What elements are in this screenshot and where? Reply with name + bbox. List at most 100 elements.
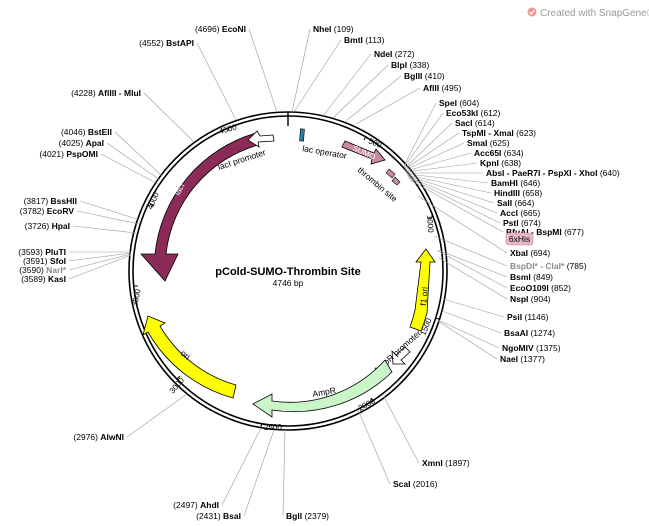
site-label-bsaI[interactable]: (2431) BsaI (196, 511, 241, 521)
site-leader-xmnI (383, 396, 420, 464)
site-name-bstEII: BstEII (88, 127, 112, 137)
site-pos-alwNI: (2976) (73, 432, 98, 442)
site-leader-ecoO109I (437, 250, 508, 289)
site-name-ndeI: NdeI (374, 49, 392, 59)
site-name-accI: AccI (500, 208, 518, 218)
site-label-absI[interactable]: AbsI - PaeR7I - PspXI - XhoI (640) (486, 168, 620, 178)
site-label-pspOMI[interactable]: (4021) PspOMI (39, 149, 98, 159)
site-name-psiI: PsiI (507, 312, 522, 322)
site-label-xmnI[interactable]: XmnI (1897) (422, 458, 470, 468)
site-label-hpaI[interactable]: (3726) HpaI (25, 221, 70, 231)
site-label-aflIII[interactable]: (4228) AflIII - MluI (71, 88, 141, 98)
site-label-ahdI[interactable]: (2497) AhdI (173, 500, 219, 510)
site-label-blpI[interactable]: BlpI (338) (391, 60, 429, 70)
site-leader-ndeI (322, 53, 372, 117)
tick-marks (134, 126, 440, 428)
site-leader-kasI (68, 254, 132, 280)
feature-thrombin-site[interactable] (385, 168, 401, 186)
site-leader-xbaI (417, 195, 508, 254)
feature-lac-operator[interactable] (299, 128, 305, 142)
site-label-ecoNI[interactable]: (4696) EcoNI (195, 24, 246, 34)
site-pos-apaI: (4025) (59, 138, 84, 148)
site-leader-naeI (437, 320, 498, 360)
site-label-nheI[interactable]: NheI (109) (313, 24, 354, 34)
site-pos-bsaAI: (1274) (530, 328, 555, 338)
site-label-bstAPI[interactable]: (4552) BstAPI (139, 38, 194, 48)
site-leader-ngoMIV (437, 319, 500, 349)
site-pos-bsmI: (849) (533, 272, 553, 282)
site-label-sfoI[interactable]: (3591) SfoI (23, 256, 66, 266)
site-name-nspI: NspI (510, 294, 528, 304)
site-leader-bsmI (437, 249, 508, 278)
site-name-speI: SpeI (439, 98, 457, 108)
site-name-ecoO109I: EcoO109I (510, 283, 549, 293)
site-name-apaI: ApaI (86, 138, 104, 148)
site-label-eco53kI[interactable]: Eco53kI (612) (446, 108, 501, 118)
site-label-bglI[interactable]: BglI (2379) (286, 511, 329, 521)
feature-ampr-promoter[interactable] (391, 346, 411, 365)
site-label-nspI[interactable]: NspI (904) (510, 294, 551, 304)
site-pos-bspDI: (785) (567, 261, 587, 271)
site-name-smaI: SmaI (467, 138, 487, 148)
feature-laci-promoter[interactable] (247, 130, 275, 148)
site-label-kasI[interactable]: (3589) KasI (21, 274, 66, 284)
site-label-bglII[interactable]: BglII (410) (404, 71, 445, 81)
site-name-absI: AbsI - PaeR7I - PspXI - XhoI (486, 168, 597, 178)
site-label-smaI[interactable]: SmaI (625) (467, 138, 510, 148)
site-pos-pluTI: (3593) (18, 247, 43, 257)
site-label-salI[interactable]: SalI (664) (497, 198, 535, 208)
site-label-pluTI[interactable]: (3593) PluTI (18, 247, 66, 257)
site-name-hindIII: HindIII (494, 188, 520, 198)
site-name-bsaI: BsaI (223, 511, 241, 521)
site-label-bspDI[interactable]: BspDI* - ClaI* (785) (510, 261, 587, 271)
feature-f1-ori[interactable] (409, 248, 436, 332)
site-label-speI[interactable]: SpeI (604) (439, 98, 479, 108)
site-label-hindIII[interactable]: HindIII (658) (494, 188, 542, 198)
site-label-ecoRV[interactable]: (3782) EcoRV (20, 206, 75, 216)
site-name-aflII: AflII (423, 83, 439, 93)
site-label-pstI[interactable]: PstI (674) (503, 218, 541, 228)
site-label-narI[interactable]: (3590) NarI* (19, 265, 66, 275)
site-leader-scaI (357, 409, 391, 485)
feature-label-thrombin-site: thrombin site (356, 165, 400, 204)
site-name-pspOMI: PspOMI (66, 149, 98, 159)
site-label-acc65I[interactable]: Acc65I (634) (474, 148, 524, 158)
site-label-alwNI[interactable]: (2976) AlwNI (73, 432, 124, 442)
site-label-accI[interactable]: AccI (665) (500, 208, 540, 218)
site-leader-nheI (291, 28, 311, 113)
feature-sumo[interactable] (341, 140, 386, 165)
site-pos-sacI: (614) (475, 118, 495, 128)
site-label-tspMI[interactable]: TspMI - XmaI (623) (462, 128, 536, 138)
site-label-bsaAI[interactable]: BsaAI (1274) (504, 328, 555, 338)
site-label-xbaI[interactable]: XbaI (694) (510, 248, 550, 258)
site-pos-kasI: (3589) (21, 274, 46, 284)
site-label-ndeI[interactable]: NdeI (272) (374, 49, 415, 59)
site-label-scaI[interactable]: ScaI (2016) (393, 479, 438, 489)
site-label-bstEII[interactable]: (4046) BstEII (61, 127, 112, 137)
site-label-kpnI[interactable]: KpnI (638) (480, 158, 521, 168)
site-pos-hpaI: (3726) (25, 221, 50, 231)
site-label-naeI[interactable]: NaeI (1377) (500, 354, 545, 364)
feature-ori[interactable] (142, 315, 237, 399)
site-label-ecoO109I[interactable]: EcoO109I (852) (510, 283, 571, 293)
site-pos-bglII: (410) (425, 71, 445, 81)
site-label-apaI[interactable]: (4025) ApaI (59, 138, 104, 148)
site-label-psiI[interactable]: PsiI (1146) (507, 312, 549, 322)
site-label-aflII[interactable]: AflII (495) (423, 83, 461, 93)
site-label-bsmI[interactable]: BsmI (849) (510, 272, 553, 282)
site-label-sacI[interactable]: SacI (614) (455, 118, 495, 128)
feature-ampr[interactable] (252, 359, 393, 418)
site-pos-bfuAI: (677) (564, 227, 584, 237)
site-leader-bstEII (114, 131, 163, 177)
feature-laci[interactable] (140, 132, 259, 282)
site-label-ngoMIV[interactable]: NgoMIV (1375) (502, 343, 561, 353)
site-pos-accI: (665) (520, 208, 540, 218)
site-pos-tspMI: (623) (516, 128, 536, 138)
site-label-bamHI[interactable]: BamHI (646) (491, 178, 540, 188)
feature-6xhis[interactable]: 6xHis (505, 232, 534, 246)
site-label-bfuAI[interactable]: BfuAI - BspMI (677) (506, 227, 584, 237)
site-name-kasI: KasI (48, 274, 66, 284)
site-label-bssHII[interactable]: (3817) BssHII (24, 196, 77, 206)
site-pos-ecoRV: (3782) (20, 206, 45, 216)
site-label-bmtI[interactable]: BmtI (113) (344, 35, 385, 45)
